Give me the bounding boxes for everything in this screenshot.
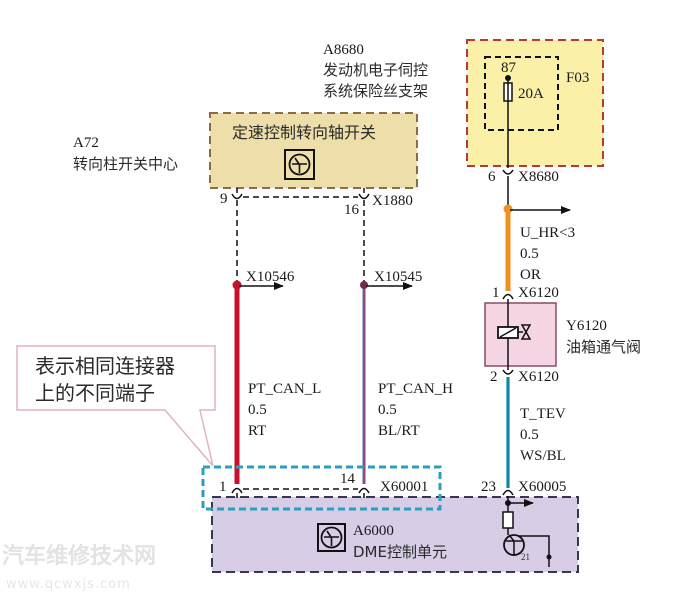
fuse-box-outline	[466, 39, 604, 167]
dme-internal-splice	[505, 500, 511, 506]
connector-x8680: 6 X8680	[488, 169, 559, 209]
watermark: 汽车维修技术网 www.qcwxjs.com	[2, 543, 156, 592]
valve-icon	[520, 324, 532, 340]
dme-pin-label: 21	[521, 552, 530, 562]
wire-pt-can-h-color: BL/RT	[378, 423, 420, 439]
valve-y6120: Y6120 油箱通气阀	[484, 299, 641, 370]
wire-u-hr-color: OR	[520, 267, 541, 283]
watermark-title: 汽车维修技术网	[2, 543, 156, 569]
valve-name: 油箱通气阀	[566, 338, 641, 356]
same-connector-highlight	[201, 465, 442, 511]
wire-u-hr-size: 0.5	[520, 246, 539, 262]
connector-x60005: 23 X60005	[481, 479, 566, 496]
fuse-box-f03: F03 87 20A	[466, 39, 604, 168]
connector-x6120-bottom-name: X6120	[518, 369, 559, 385]
wire-pt-can-h: X10545 PT_CAN_H 0.5 BL/RT	[360, 269, 453, 484]
connector-x6120-bottom-symbol	[502, 369, 514, 375]
fuse-rating: 20A	[518, 86, 544, 102]
switch-module-icon	[284, 149, 315, 180]
wire-t-tev-signal: T_TEV	[520, 406, 566, 422]
a72-label: A72 转向柱开关中心	[73, 135, 178, 173]
wire-pt-can-h-signal: PT_CAN_H	[378, 381, 453, 397]
wire-u-hr: U_HR<3 0.5 OR	[503, 204, 575, 291]
valve-id: Y6120	[566, 318, 607, 334]
fuse-pin-label: 87	[501, 60, 517, 76]
a72-switch-box: 定速控制转向轴开关	[209, 112, 418, 189]
dme-ground-dot	[546, 554, 552, 560]
wire-pt-can-l-size: 0.5	[248, 402, 267, 418]
connector-x6120-top-symbol	[502, 293, 514, 300]
connector-x8680-pin: 6	[488, 169, 496, 185]
switch-module-icon-transistor	[292, 157, 307, 173]
connector-x1880-pin16-symbol	[358, 193, 370, 200]
connector-x60001-pin1-symbol	[231, 487, 243, 494]
connector-x60005-name: X60005	[518, 479, 566, 495]
callout: 表示相同连接器 上的不同端子	[16, 345, 216, 467]
dme-name: DME控制单元	[353, 543, 447, 561]
wire-pt-can-h-size: 0.5	[378, 402, 397, 418]
a8680-name-line2: 系统保险丝支架	[323, 82, 428, 100]
wire-t-tev-size: 0.5	[520, 427, 539, 443]
splice-x10545	[360, 281, 368, 289]
dme-a6000: A6000 DME控制单元 21	[211, 496, 579, 573]
fuse-box-id: F03	[566, 70, 589, 86]
fuse-inner-outline	[484, 56, 559, 131]
valve-box	[484, 302, 557, 367]
connector-x6120-top-name: X6120	[518, 285, 559, 301]
connector-x8680-symbol	[502, 169, 514, 175]
connector-x60001-pin-left: 1	[219, 479, 227, 495]
a8680-id: A8680	[323, 42, 364, 58]
connector-x1880-pin9-symbol	[231, 193, 243, 200]
connector-x60001-name: X60001	[380, 479, 428, 495]
connector-x60005-pin: 23	[481, 479, 496, 495]
watermark-url: www.qcwxjs.com	[6, 577, 131, 592]
wire-u-hr-signal: U_HR<3	[520, 225, 575, 241]
connector-x1880-pin-left: 9	[220, 191, 228, 207]
connector-x1880: 9 16 X1880	[220, 188, 413, 284]
splice-x10546	[232, 280, 242, 290]
a8680-name-line1: 发动机电子伺控	[323, 61, 428, 79]
connector-x6120-bottom-pin: 2	[490, 369, 498, 385]
callout-line1: 表示相同连接器	[35, 354, 175, 378]
connector-x6120-top-pin: 1	[492, 285, 500, 301]
connector-x60005-symbol	[502, 489, 514, 496]
control-unit-icon-transistor	[324, 530, 339, 546]
wire-pt-can-l: X10546 PT_CAN_L 0.5 RT	[232, 269, 321, 484]
connector-x60001-pin14-symbol	[358, 487, 370, 494]
a72-inner-label: 定速控制转向轴开关	[232, 123, 376, 142]
wire-pt-can-l-signal: PT_CAN_L	[248, 381, 321, 397]
splice-u-hr	[503, 204, 513, 214]
control-unit-icon	[317, 523, 346, 552]
dme-id: A6000	[353, 523, 394, 539]
resistor-icon	[502, 511, 514, 529]
connector-x6120-top: 1 X6120	[492, 285, 559, 301]
connector-x60001: 1 14 X60001	[201, 465, 442, 511]
connector-x10546-name: X10546	[246, 269, 295, 285]
dme-transistor-leads	[506, 534, 550, 567]
solenoid-coil-diagonal	[499, 327, 517, 338]
a8680-label: A8680 发动机电子伺控 系统保险丝支架	[323, 42, 428, 100]
connector-x1880-pin-right: 16	[344, 202, 360, 218]
callout-line2: 上的不同端子	[35, 381, 155, 405]
a72-name: 转向柱开关中心	[73, 155, 178, 173]
wire-t-tev: T_TEV 0.5 WS/BL	[506, 377, 566, 488]
callout-bubble	[16, 345, 216, 467]
connector-x1880-name: X1880	[372, 193, 413, 209]
connector-x60001-pin-right: 14	[340, 471, 356, 487]
switch-module-icon-circle	[288, 153, 311, 176]
connector-x6120-bottom: 2 X6120	[490, 369, 559, 385]
a72-id: A72	[73, 135, 99, 151]
wire-t-tev-color: WS/BL	[520, 448, 566, 464]
control-unit-icon-circle	[320, 526, 343, 549]
wire-pt-can-l-color: RT	[248, 423, 266, 439]
connector-x8680-name: X8680	[518, 169, 559, 185]
connector-x10545-name: X10545	[374, 269, 422, 285]
